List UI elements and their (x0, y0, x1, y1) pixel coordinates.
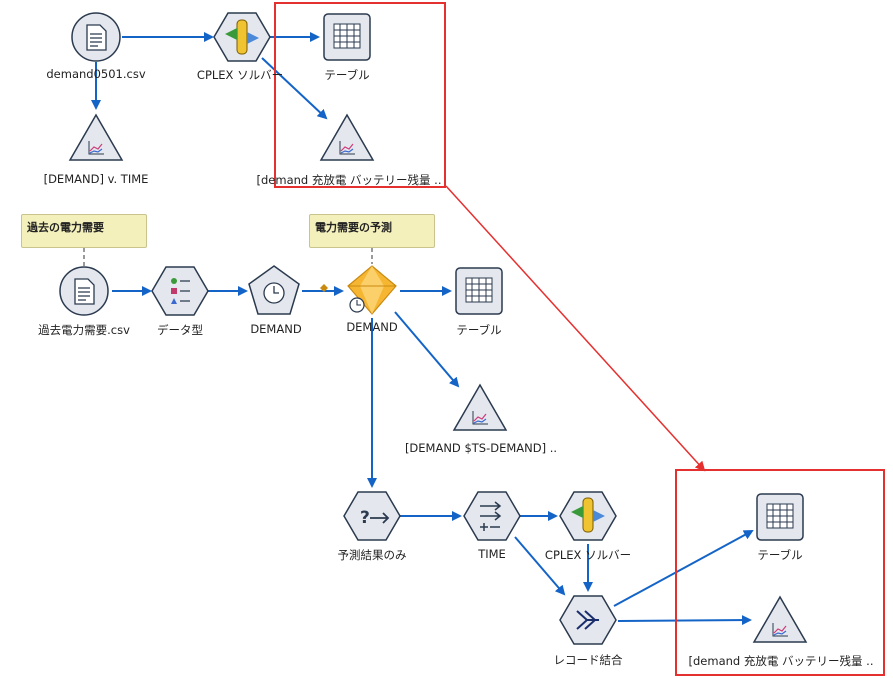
file-icon (74, 278, 95, 305)
connections (91, 32, 754, 626)
table-icon (465, 277, 493, 303)
cplex-solver-node-top[interactable] (213, 12, 271, 62)
highlight-arrow (445, 185, 706, 472)
type-node[interactable] (151, 266, 209, 316)
source-node-past-demand[interactable] (59, 266, 109, 316)
link-cplex-plot (261, 57, 328, 120)
time-series-node[interactable] (248, 265, 300, 315)
comment-past-demand[interactable]: 過去の電力需要 (21, 214, 147, 248)
link-merge-table (613, 530, 754, 607)
comment-text: 電力需要の予測 (315, 221, 392, 234)
file-icon (86, 24, 107, 51)
link-merge-plot (617, 615, 752, 626)
comment-connectors (83, 248, 373, 268)
clock-icon (263, 282, 285, 304)
node-label: demand0501.csv (46, 67, 146, 81)
cplex-icon (571, 497, 605, 533)
table-node-top[interactable] (323, 13, 371, 61)
derive-icon (480, 501, 502, 531)
highlight-box-bottom (675, 469, 885, 676)
node-label: [DEMAND] v. TIME (43, 172, 149, 186)
plot-icon (772, 623, 788, 637)
node-label: テーブル (456, 323, 502, 337)
nugget-link-icon (320, 284, 328, 292)
node-label: [demand 充放電 バッテリー残量 .. (256, 173, 442, 187)
merge-node[interactable] (559, 595, 617, 645)
comment-text: 過去の電力需要 (27, 221, 104, 234)
plot-node-demand-time[interactable] (68, 113, 124, 161)
plot-node-battery-top[interactable] (319, 113, 375, 161)
model-nugget-node[interactable] (347, 265, 397, 315)
merge-icon (576, 610, 599, 630)
source-node-demand0501[interactable] (71, 12, 121, 62)
node-label: DEMAND (346, 320, 398, 334)
link-time-merge (514, 536, 566, 596)
link-model-plot (394, 311, 460, 388)
table-node-mid[interactable] (455, 267, 503, 315)
time-field-node[interactable] (463, 491, 521, 541)
plot-icon (472, 411, 488, 425)
plot-node-ts-demand[interactable] (452, 383, 508, 431)
table-node-bottom[interactable] (756, 493, 804, 541)
highlight-box-top (274, 2, 446, 188)
node-label: レコード結合 (553, 653, 623, 667)
node-label: [demand 充放電 バッテリー残量 .. (688, 654, 874, 668)
node-label: [DEMAND $TS-DEMAND] .. (404, 441, 558, 455)
plot-icon (339, 141, 355, 155)
clock-icon (349, 297, 365, 313)
cplex-solver-node-bottom[interactable] (559, 491, 617, 541)
type-icon (171, 278, 190, 304)
table-icon (766, 503, 794, 529)
node-label: TIME (478, 547, 506, 561)
node-label: テーブル (324, 68, 370, 82)
node-label: 予測結果のみ (337, 548, 407, 562)
node-label: テーブル (757, 548, 803, 562)
svg-text:?: ? (360, 508, 370, 528)
table-icon (333, 23, 361, 49)
node-label: CPLEX ソルバー (544, 548, 632, 562)
node-label: DEMAND (250, 322, 302, 336)
cplex-icon (225, 19, 259, 55)
question-arrow-icon: ? (360, 508, 390, 528)
select-node[interactable]: ? (343, 491, 401, 541)
comment-forecast[interactable]: 電力需要の予測 (309, 214, 435, 248)
plot-node-battery-bottom[interactable] (752, 595, 808, 643)
node-label: 過去電力需要.csv (38, 323, 130, 337)
node-label: CPLEX ソルバー (196, 68, 284, 82)
node-label: データ型 (157, 323, 203, 337)
plot-icon (88, 141, 104, 155)
